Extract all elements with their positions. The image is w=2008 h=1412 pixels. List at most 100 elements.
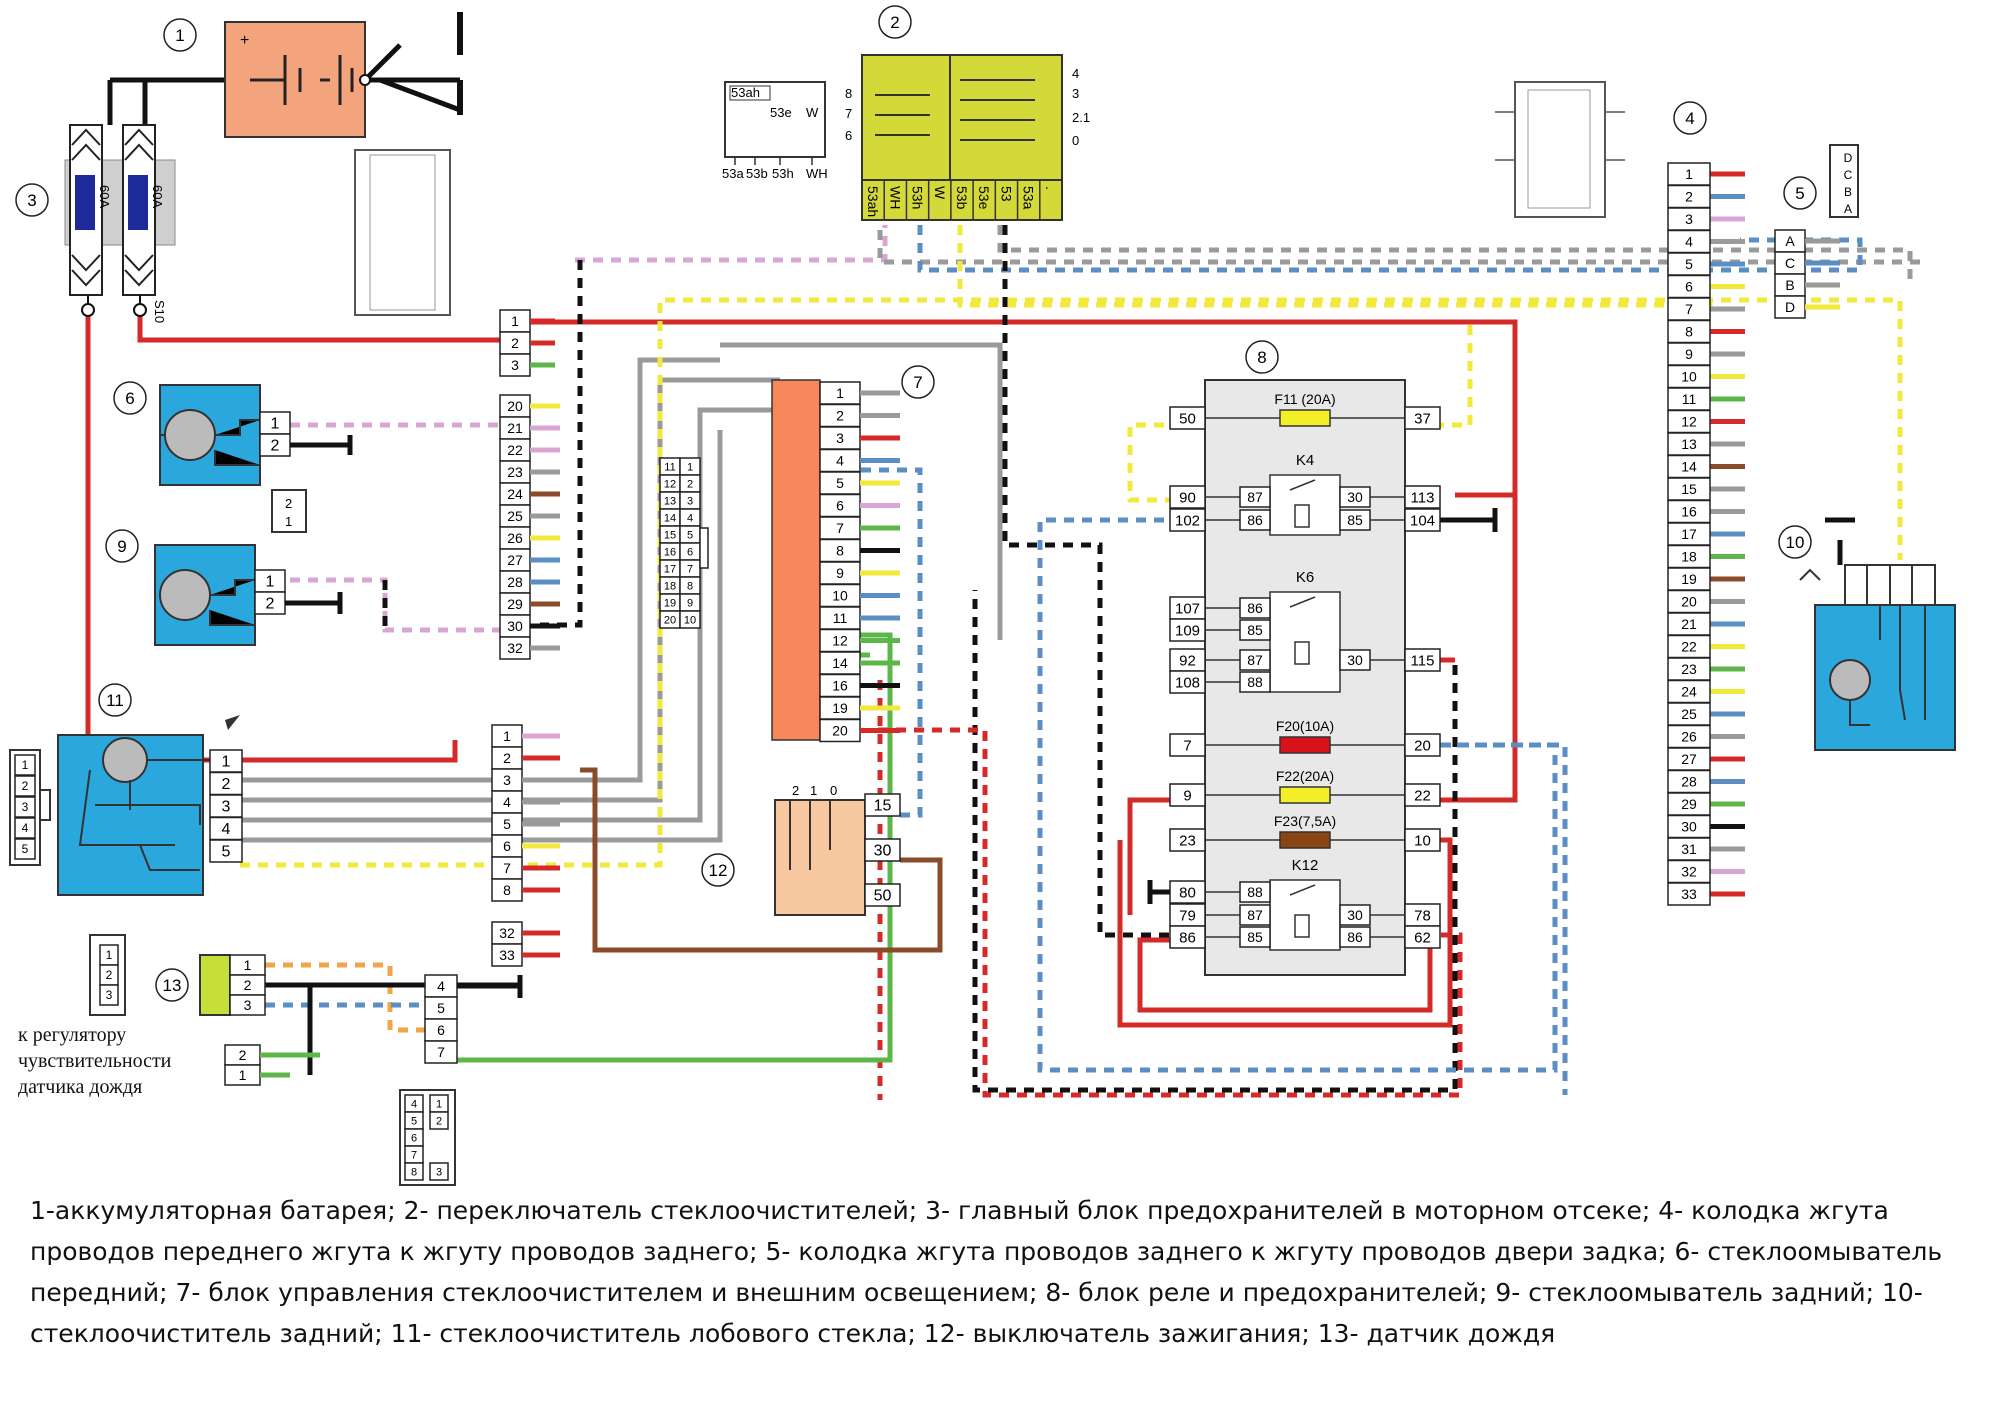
conn-mid-pin-22-label: 22 <box>507 442 523 458</box>
fuse-1 <box>1279 736 1331 754</box>
mid-conn-a-15: 15 <box>659 525 681 544</box>
rain-bot-a-4: 4 <box>404 1094 424 1113</box>
ign-pin-15: 15 <box>864 793 901 817</box>
K12-ext-right-78-label: 78 <box>1414 907 1431 924</box>
rain-pair-1-label: 1 <box>239 1067 247 1083</box>
rain-side-3: 3 <box>99 984 119 1006</box>
conn-mid-pin-26: 26 <box>499 526 531 550</box>
conn4-pin-9-label: 9 <box>1685 346 1693 362</box>
conn4-pin-3-label: 3 <box>1685 211 1693 227</box>
ctrl7-pin-2-label: 2 <box>836 407 844 423</box>
conn-bot-pin-4: 4 <box>491 790 523 814</box>
conn4-pin-17: 17 <box>1667 522 1711 546</box>
K4-int-left-86-label: 86 <box>1247 512 1263 528</box>
conn-bot-pin-2: 2 <box>491 746 523 770</box>
conn-mid-pin-26-label: 26 <box>507 530 523 546</box>
conn4-pin-31-label: 31 <box>1681 841 1697 857</box>
fuse-right-22-label: 22 <box>1414 787 1431 804</box>
conn4-pin-8: 8 <box>1667 319 1711 344</box>
legend-w: W <box>806 105 819 120</box>
conn4-pin-15: 15 <box>1667 477 1711 501</box>
K4-ext-left-102-label: 102 <box>1175 512 1200 529</box>
mid-conn-b-5-label: 5 <box>687 529 693 541</box>
conn4-pin-2-label: 2 <box>1685 188 1693 204</box>
K12-int-left-87: 87 <box>1239 904 1271 926</box>
ctrl7-pin-7: 7 <box>819 516 861 540</box>
callout-label-c5: 5 <box>1795 184 1804 203</box>
ign-top-0: 0 <box>830 783 837 798</box>
conn4-pin-6: 6 <box>1667 274 1711 299</box>
K12-int-right-30-label: 30 <box>1347 907 1363 923</box>
conn4-pin-3: 3 <box>1667 207 1711 231</box>
conn-mid-pin-23-label: 23 <box>507 464 523 480</box>
K12-ext-left-79-label: 79 <box>1179 907 1196 924</box>
ctrl7-pin-5: 5 <box>819 471 861 495</box>
rain-pair-1: 1 <box>224 1064 261 1086</box>
K4-ext-right-104: 104 <box>1404 508 1441 532</box>
callout-c9: 9 <box>105 529 139 563</box>
conn4-pin-25: 25 <box>1667 702 1711 726</box>
callout-label-c7: 7 <box>913 373 922 392</box>
K6-int-left-88-label: 88 <box>1247 674 1263 690</box>
K6-int-left-86: 86 <box>1239 597 1271 619</box>
conn4-pin-23-label: 23 <box>1681 661 1697 677</box>
ctrl7-pin-20: 20 <box>819 718 861 743</box>
K6-int-left-85: 85 <box>1239 619 1271 641</box>
ctrl7-pin-5-label: 5 <box>836 475 844 491</box>
rain-bot-a-5-label: 5 <box>411 1115 417 1127</box>
conn4-pin-5-label: 5 <box>1685 256 1693 272</box>
fuse-right-20-label: 20 <box>1414 737 1431 754</box>
mid-conn-b-9: 9 <box>679 593 701 612</box>
conn4-pin-33: 33 <box>1667 882 1711 906</box>
K4-ext-left-102: 102 <box>1169 508 1206 532</box>
conn-bot-extra-32-label: 32 <box>499 925 515 941</box>
conn4-pin-13: 13 <box>1667 432 1711 456</box>
conn4-pin-1: 1 <box>1667 162 1711 186</box>
mid-conn-a-14-label: 14 <box>664 512 676 524</box>
fuse-right-10-label: 10 <box>1414 832 1431 849</box>
conn4-pin-4: 4 <box>1667 229 1711 254</box>
legend-caption: 1-аккумуляторная батарея; 2- переключате… <box>30 1196 1943 1348</box>
conn4-pin-1-label: 1 <box>1685 166 1693 182</box>
switch-pin-2: 53h <box>910 186 926 209</box>
conn-bot-extra-33-label: 33 <box>499 947 515 963</box>
wiper11-pin-2-label: 2 <box>222 776 231 793</box>
K12-int-left-85-label: 85 <box>1247 929 1263 945</box>
rain-pair-2: 2 <box>224 1044 261 1066</box>
K6-int-left-88: 88 <box>1239 671 1271 693</box>
conn4-pin-27-label: 27 <box>1681 751 1697 767</box>
K4-ext-right-104-label: 104 <box>1410 512 1435 529</box>
washer9-pin-2-label: 2 <box>266 596 275 613</box>
mid-conn-b-3-label: 3 <box>687 495 693 507</box>
K4-int-right-30: 30 <box>1339 486 1371 508</box>
callout-c4: 4 <box>1673 101 1707 135</box>
conn-bot-pin-8: 8 <box>491 878 523 902</box>
rear-wiper <box>1799 517 1956 751</box>
K6-int-left-87: 87 <box>1239 649 1271 671</box>
K12-ext-left-79: 79 <box>1169 903 1206 927</box>
conn-top-pin-2-label: 2 <box>511 335 519 351</box>
K12-int-right-86: 86 <box>1339 926 1371 948</box>
wiper11-side-3: 3 <box>14 796 36 818</box>
ign-pin-30-label: 30 <box>874 843 892 860</box>
conn4-pin-33-label: 33 <box>1681 886 1697 902</box>
mid-conn-a-19: 19 <box>659 593 681 612</box>
conn4-pin-5: 5 <box>1667 252 1711 276</box>
connector-outline-top-right <box>1495 81 1625 218</box>
ign-pin-15-label: 15 <box>874 798 892 815</box>
legend-53h: 53h <box>772 166 794 181</box>
fuse-left-50: 50 <box>1169 406 1206 430</box>
K4-ext-left-90: 90 <box>1169 485 1206 509</box>
conn4-pin-8-label: 8 <box>1685 323 1693 339</box>
legend-53a: 53a <box>722 166 744 181</box>
rear-washer: 12 <box>154 544 343 646</box>
ctrl7-pin-4: 4 <box>819 448 861 473</box>
fuse-60a-1: 60A <box>97 185 112 208</box>
main-fuse-block: 60A 60A S10 <box>64 124 176 323</box>
ctrl7-pin-10: 10 <box>819 583 861 608</box>
callout-c1: 1 <box>163 18 197 52</box>
